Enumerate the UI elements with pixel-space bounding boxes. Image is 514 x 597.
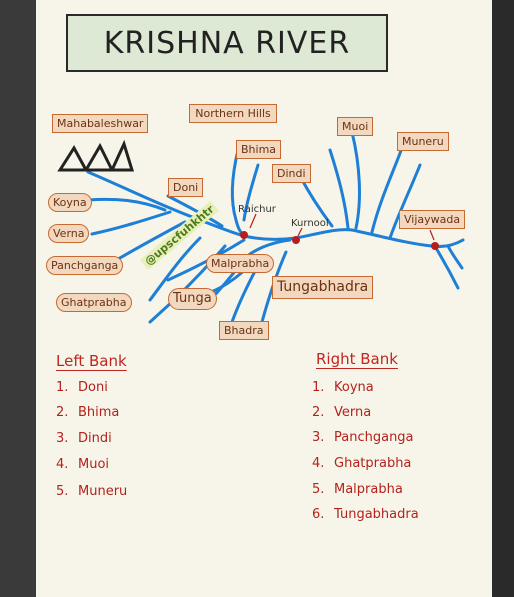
koyna-river <box>86 197 167 212</box>
muoi-branch <box>328 148 350 230</box>
item-number: 1. <box>312 380 325 395</box>
left-bank-item: 4. Muoi <box>56 457 109 472</box>
muoi-river <box>350 130 361 230</box>
label-malprabha: Malprabha <box>206 254 275 274</box>
item-number: 6. <box>312 507 325 522</box>
label-vijayawada: Vijaywada <box>399 210 466 230</box>
item-name: Malprabha <box>334 482 403 497</box>
item-name: Muoi <box>78 457 110 472</box>
window-frame-right <box>492 0 514 597</box>
bhima-tributary <box>242 163 260 222</box>
left-bank-item: 1. Doni <box>56 380 108 395</box>
bhima-river <box>230 148 246 238</box>
label-bhadra: Bhadra <box>219 321 269 341</box>
item-name: Koyna <box>334 380 374 395</box>
label-northern-hills: Northern Hills <box>189 104 277 124</box>
item-number: 2. <box>312 405 325 420</box>
page-title: KRISHNA RIVER <box>66 14 388 72</box>
mahabaleshwar-hills-icon <box>57 139 135 172</box>
item-name: Panchganga <box>334 430 414 445</box>
right-bank-heading: Right Bank <box>316 350 398 368</box>
label-mahabaleshwar: Mahabaleshwar <box>52 114 149 134</box>
item-number: 4. <box>56 457 69 472</box>
item-number: 3. <box>312 430 325 445</box>
delta-branch-1 <box>434 246 460 290</box>
right-bank-item: 2. Verna <box>312 405 371 420</box>
kurnool-dot <box>292 236 300 244</box>
label-dindi: Dindi <box>272 164 311 184</box>
label-bhima: Bhima <box>236 140 282 160</box>
vijayawada-arrow <box>429 229 435 241</box>
label-tunga: Tunga <box>168 288 217 310</box>
item-number: 3. <box>56 431 69 446</box>
window-frame-left <box>0 0 36 597</box>
kurnool-arrow <box>297 227 303 237</box>
item-name: Verna <box>334 405 372 420</box>
item-number: 5. <box>312 482 325 497</box>
raichur-dot <box>240 231 248 239</box>
item-number: 5. <box>56 484 69 499</box>
right-bank-item: 1. Koyna <box>312 380 374 395</box>
label-koyna: Koyna <box>48 193 92 213</box>
label-muneru: Muneru <box>397 132 449 152</box>
right-bank-item: 3. Panchganga <box>312 430 414 445</box>
item-number: 4. <box>312 456 325 471</box>
muneru-branch <box>388 163 422 240</box>
label-panchganga: Panchganga <box>46 256 124 276</box>
item-name: Bhima <box>78 405 120 420</box>
item-number: 1. <box>56 380 69 395</box>
item-name: Doni <box>78 380 108 395</box>
city-kurnool: Kurnool <box>291 218 329 229</box>
left-bank-item: 5. Muneru <box>56 484 127 499</box>
right-bank-item: 4. Ghatprabha <box>312 456 411 471</box>
vijayawada-dot <box>431 242 439 250</box>
label-verna: Verna <box>48 224 90 244</box>
left-bank-item: 3. Dindi <box>56 431 112 446</box>
label-ghatprabha: Ghatprabha <box>56 293 132 313</box>
left-bank-item: 2. Bhima <box>56 405 119 420</box>
right-bank-item: 6. Tungabhadra <box>312 507 419 522</box>
delta-branch-2 <box>446 244 464 270</box>
doni-river <box>166 194 224 228</box>
left-bank-heading: Left Bank <box>56 352 127 370</box>
right-bank-item: 5. Malprabha <box>312 482 403 497</box>
verna-river <box>90 210 172 236</box>
item-name: Ghatprabha <box>334 456 412 471</box>
item-number: 2. <box>56 405 69 420</box>
label-tungabhadra: Tungabhadra <box>272 276 374 299</box>
label-muoi: Muoi <box>337 117 374 137</box>
item-name: Muneru <box>78 484 128 499</box>
raichur-arrow <box>249 213 257 229</box>
item-name: Dindi <box>78 431 112 446</box>
ghatprabha-river <box>148 236 202 302</box>
muneru-river <box>370 146 404 234</box>
label-doni: Doni <box>168 178 204 198</box>
item-name: Tungabhadra <box>334 507 419 522</box>
city-raichur: Raichur <box>238 204 276 215</box>
